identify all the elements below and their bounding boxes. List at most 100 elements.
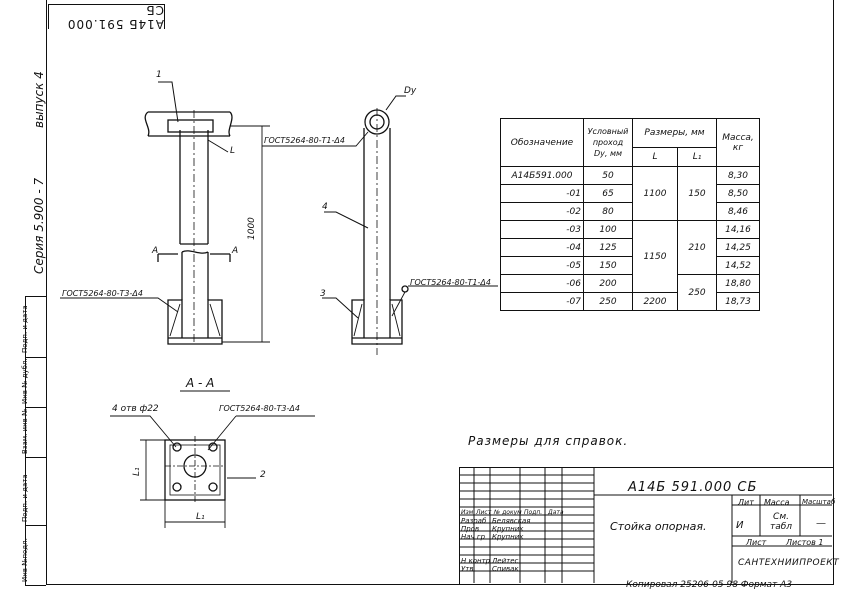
head-sign: Подп. (524, 509, 543, 516)
sheets-label: Листов 1 (786, 538, 824, 547)
gost-top-label: ГОСТ5264-80-Т1-Δ4 (264, 136, 345, 145)
cell-mass: 8,46 (716, 202, 760, 221)
gost-left-label: ГОСТ5264-80-Т3-Δ4 (62, 289, 143, 298)
bolt-hole (208, 482, 218, 492)
section-mark (157, 253, 231, 262)
cell-mass: 18,73 (716, 292, 760, 311)
weld-mark (401, 285, 409, 293)
L1-bottom-label: L₁ (196, 512, 205, 522)
cell-des: -04 (500, 238, 584, 257)
title-block-grid (459, 467, 832, 583)
col-mass: Масса, кг (716, 118, 760, 167)
title-name: Стойка опорная. (610, 520, 707, 533)
cell-mass: 8,50 (716, 184, 760, 203)
cell-des: -02 (500, 202, 584, 221)
cell-mass: 14,25 (716, 238, 760, 257)
person: Белявская (492, 517, 531, 525)
leader-gost-left (60, 297, 179, 313)
bolt-hole (208, 442, 218, 452)
copy-line: Копировал 25206-05 98 Формат А3 (626, 580, 793, 590)
role: Утв (461, 565, 474, 573)
leader-dy (385, 95, 406, 111)
section-A-right: А (232, 246, 239, 256)
pos-4-label: 4 (322, 202, 328, 212)
person: Крупник (492, 533, 524, 541)
leader-holes (110, 415, 177, 448)
head-list: Лист (476, 509, 492, 516)
dim-1000 (222, 125, 270, 343)
cell-L: 2200 (632, 292, 678, 311)
scale-header: Масштаб (802, 498, 836, 506)
role: Разраб (461, 517, 487, 525)
clamp (167, 119, 214, 133)
mass-value: См. табл (769, 512, 793, 532)
cell-mass: 14,52 (716, 256, 760, 275)
pos-2-label: 2 (260, 470, 266, 480)
cell-mass: 8,30 (716, 166, 760, 185)
col-dims: Размеры, мм (632, 118, 717, 148)
cell-des: -01 (500, 184, 584, 203)
front-base (167, 299, 223, 345)
cell-dy: 150 (583, 256, 633, 275)
leader-L (207, 139, 229, 153)
cell-dy: 250 (583, 292, 633, 311)
lit-header: Лит (738, 498, 754, 507)
sheet-label: Лист (746, 538, 767, 547)
side-cell: Инв №подл. (21, 525, 46, 586)
cell-dy: 125 (583, 238, 633, 257)
col-designation: Обозначение (500, 118, 584, 167)
cell-dy: 100 (583, 220, 633, 239)
col-passage: Условный проход Dу, мм (583, 118, 633, 167)
org-name: САНТЕХНИИПРОЕКТ (738, 558, 840, 568)
bolt-hole (172, 442, 182, 452)
title-code: А14Б 591.000 СБ (628, 480, 758, 495)
side-cell: Подп. и дата (21, 457, 46, 526)
leader-gost-top (262, 131, 369, 147)
leader-1 (158, 81, 179, 123)
cell-L: 1150 (632, 220, 678, 293)
reference-note: Размеры для справок. (468, 434, 629, 448)
side-cell: Взам. инв № (21, 407, 46, 458)
lit-value: И (736, 520, 744, 531)
leader-gost-bottom (391, 285, 498, 317)
bolt-hole (172, 482, 182, 492)
section-axes (165, 436, 225, 504)
pos-1-label: 1 (156, 70, 162, 80)
cell-dy: 50 (583, 166, 633, 185)
section-title: А - А (186, 376, 215, 390)
L1-left-label: L₁ (132, 467, 142, 476)
person: Лейтес (492, 557, 519, 565)
front-gusset (169, 303, 221, 337)
side-gusset (353, 303, 401, 337)
head-doc: № докум (494, 509, 522, 516)
dim-1000-label: 1000 (247, 217, 257, 240)
head-date: Дата (548, 509, 564, 516)
dim-L1-left (140, 439, 165, 501)
side-base (351, 299, 403, 345)
role: Н контр (461, 557, 491, 565)
pos-3-label: 3 (320, 289, 326, 299)
mass-header: Масса (764, 498, 790, 507)
head-izm: Изм (461, 509, 474, 516)
gost-section-label: ГОСТ5264-80-Т3-Δ4 (219, 404, 300, 413)
spec-table: Обозначение Условный проход Dу, мм Разме… (500, 118, 760, 311)
role: Пров (461, 525, 480, 533)
cell-dy: 80 (583, 202, 633, 221)
top-pipe (144, 111, 233, 137)
dim-L1-bottom (164, 500, 226, 528)
cell-L1: 250 (677, 274, 717, 311)
role: Нач гр (461, 533, 486, 541)
cell-mass: 18,80 (716, 274, 760, 293)
cell-L: 1100 (632, 166, 678, 221)
side-stamp-strip: Подп. и дата Инв № дубл. Взам. инв № Под… (21, 296, 46, 586)
side-cell: Инв № дубл. (21, 357, 46, 408)
drawing-frame (46, 0, 834, 585)
front-pipe-lower (181, 250, 209, 300)
cell-des: А14Б591.000 (500, 166, 584, 185)
cell-dy: 65 (583, 184, 633, 203)
